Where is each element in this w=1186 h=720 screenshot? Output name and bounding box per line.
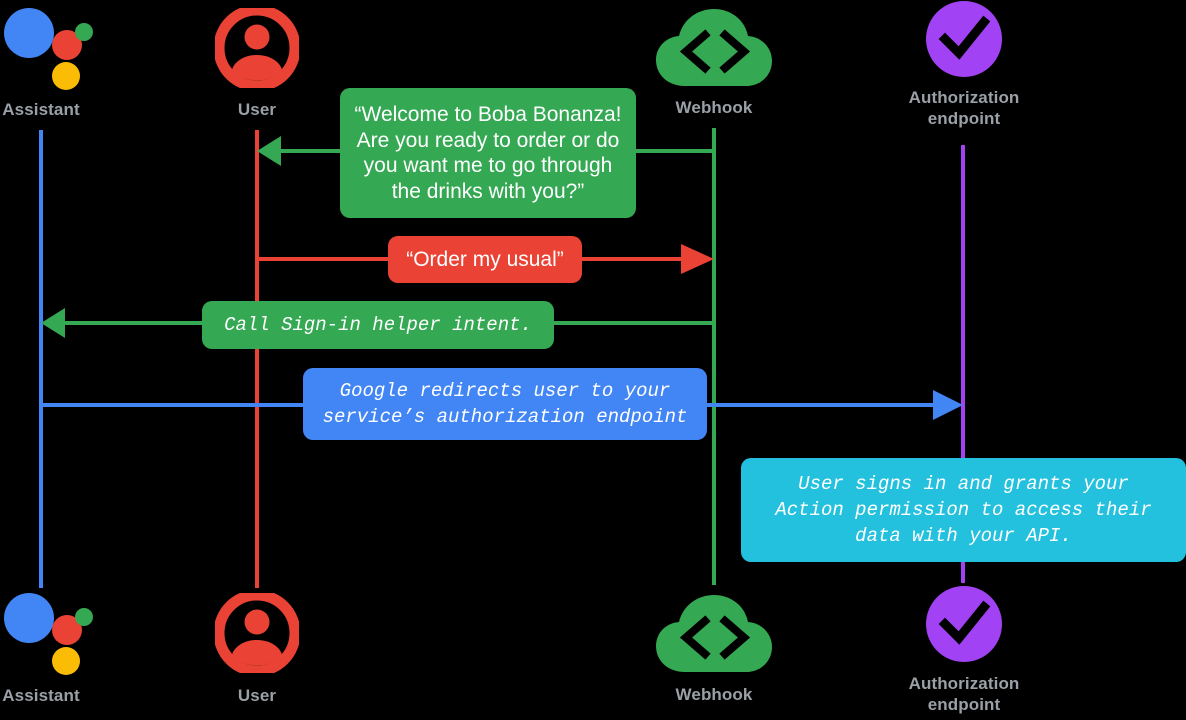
cloud-code-svg-bottom [656,595,772,672]
message-bubble-welcome: “Welcome to Boba Bonanza! Are you ready … [340,88,636,218]
assistant-blue-dot [4,8,54,58]
welcome-line-2: Are you ready to order or do [356,128,620,152]
assistant-green-dot-bottom [75,608,93,626]
assistant-yellow-dot [52,62,80,90]
user-avatar-icon [213,4,301,92]
check-circle-svg-bottom [926,586,1002,662]
arrowhead-redirect-right [933,390,963,420]
lifeline-webhook [712,128,716,585]
redirect-line-2: service’s authorization endpoint [322,406,688,428]
welcome-line-4: the drinks with you?” [391,179,585,203]
arrowhead-signin-left [41,308,65,338]
redirect-line-1: Google redirects user to your [339,380,671,402]
lifeline-auth [961,145,965,583]
grants-line-2: Action permission to access their [775,499,1152,521]
actor-label-user-bottom: User [237,686,277,705]
actor-label-auth-bottom-line2: endpoint [927,695,1001,714]
order-text: “Order my usual” [406,247,564,271]
assistant-green-dot [75,23,93,41]
message-bubble-redirect: Google redirects user to your service’s … [303,368,707,440]
lifeline-user [255,130,259,588]
message-bubble-signin: Call Sign-in helper intent. [202,301,554,349]
welcome-line-3: you want me to go through [363,154,613,177]
arrowhead-order-right [681,244,714,274]
purple-check-circle-icon-bottom [925,585,1003,663]
cloud-code-svg [656,9,772,86]
lifeline-assistant [39,130,43,588]
actor-label-user-top: User [237,100,277,119]
assistant-yellow-dot-bottom [52,647,80,675]
cloud-code-icon-bottom [654,594,774,676]
message-bubble-order: “Order my usual” [388,236,582,283]
actor-label-auth-bottom-line1: Authorization [908,674,1020,693]
cloud-code-icon [654,8,774,90]
grants-line-1: User signs in and grants your [798,473,1129,495]
actor-label-webhook-bottom: Webhook [675,685,753,704]
actor-label-assistant-bottom: Assistant [2,686,80,705]
grants-line-3: data with your API. [855,525,1072,547]
welcome-line-1: “Welcome to Boba Bonanza! [354,103,622,126]
assistant-blue-dot-bottom [4,593,54,643]
actor-label-webhook-top: Webhook [675,98,753,117]
check-circle-svg [926,1,1002,77]
google-assistant-icon-bottom [2,590,93,675]
actor-label-auth-bottom: Authorization endpoint [874,673,1054,715]
arrowhead-welcome-left [257,136,281,166]
actor-label-auth-top-line2: endpoint [927,109,1001,128]
purple-check-circle-icon [925,0,1003,78]
user-avatar-icon-bottom [213,589,301,677]
actor-label-auth-top-line1: Authorization [908,88,1020,107]
message-bubble-user-grants: User signs in and grants your Action per… [741,458,1186,562]
google-assistant-icon [2,5,93,90]
signin-text: Call Sign-in helper intent. [224,314,532,336]
user-avatar-svg-bottom [213,589,301,677]
actor-label-auth-top: Authorization endpoint [874,87,1054,129]
user-avatar-svg [213,4,301,92]
actor-label-assistant-top: Assistant [2,100,80,119]
